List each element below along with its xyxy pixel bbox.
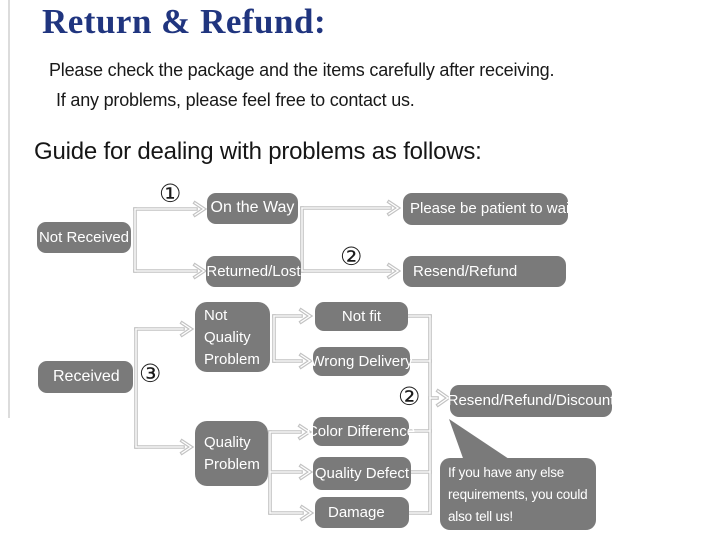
page-title: Return & Refund:	[42, 2, 327, 41]
step-2-marker-top: ②	[340, 242, 363, 271]
node-returned-lost: Returned/Lost	[206, 256, 301, 287]
node-received: Received	[38, 361, 133, 393]
node-not-fit: Not fit	[315, 302, 408, 331]
guide-heading: Guide for dealing with problems as follo…	[34, 138, 482, 165]
node-on-the-way: On the Way	[207, 193, 298, 224]
intro-line-1: Please check the package and the items c…	[49, 60, 555, 80]
node-not-received: Not Received	[37, 222, 131, 253]
node-not-quality-problem: Not Quality Problem	[195, 302, 270, 372]
speech-bubble-note: If you have any else requirements, you c…	[440, 458, 596, 530]
bubble-line-2: requirements, you could	[448, 487, 588, 502]
left-border-line	[8, 0, 10, 418]
bubble-line-3: also tell us!	[448, 509, 513, 524]
speech-bubble-tail	[449, 419, 512, 461]
node-damage: Damage	[315, 497, 409, 528]
node-wrong-delivery: Wrong Delivery	[310, 347, 413, 376]
node-quality-defect: Quality Defect	[313, 457, 411, 490]
intro-line-2: If any problems, please feel free to con…	[56, 90, 415, 110]
node-please-be-patient: Please be patient to wait	[403, 193, 573, 225]
bubble-line-1: If you have any else	[448, 465, 565, 480]
step-1-marker: ①	[159, 179, 182, 208]
node-resend-refund-discount: Resend/Refund/Discount	[448, 385, 614, 417]
node-quality-problem: Quality Problem	[195, 421, 268, 486]
step-3-marker: ③	[139, 359, 162, 388]
step-2-marker-bottom: ②	[398, 382, 421, 411]
node-resend-refund: Resend/Refund	[403, 256, 566, 287]
node-color-difference: Color Difference	[307, 417, 415, 446]
